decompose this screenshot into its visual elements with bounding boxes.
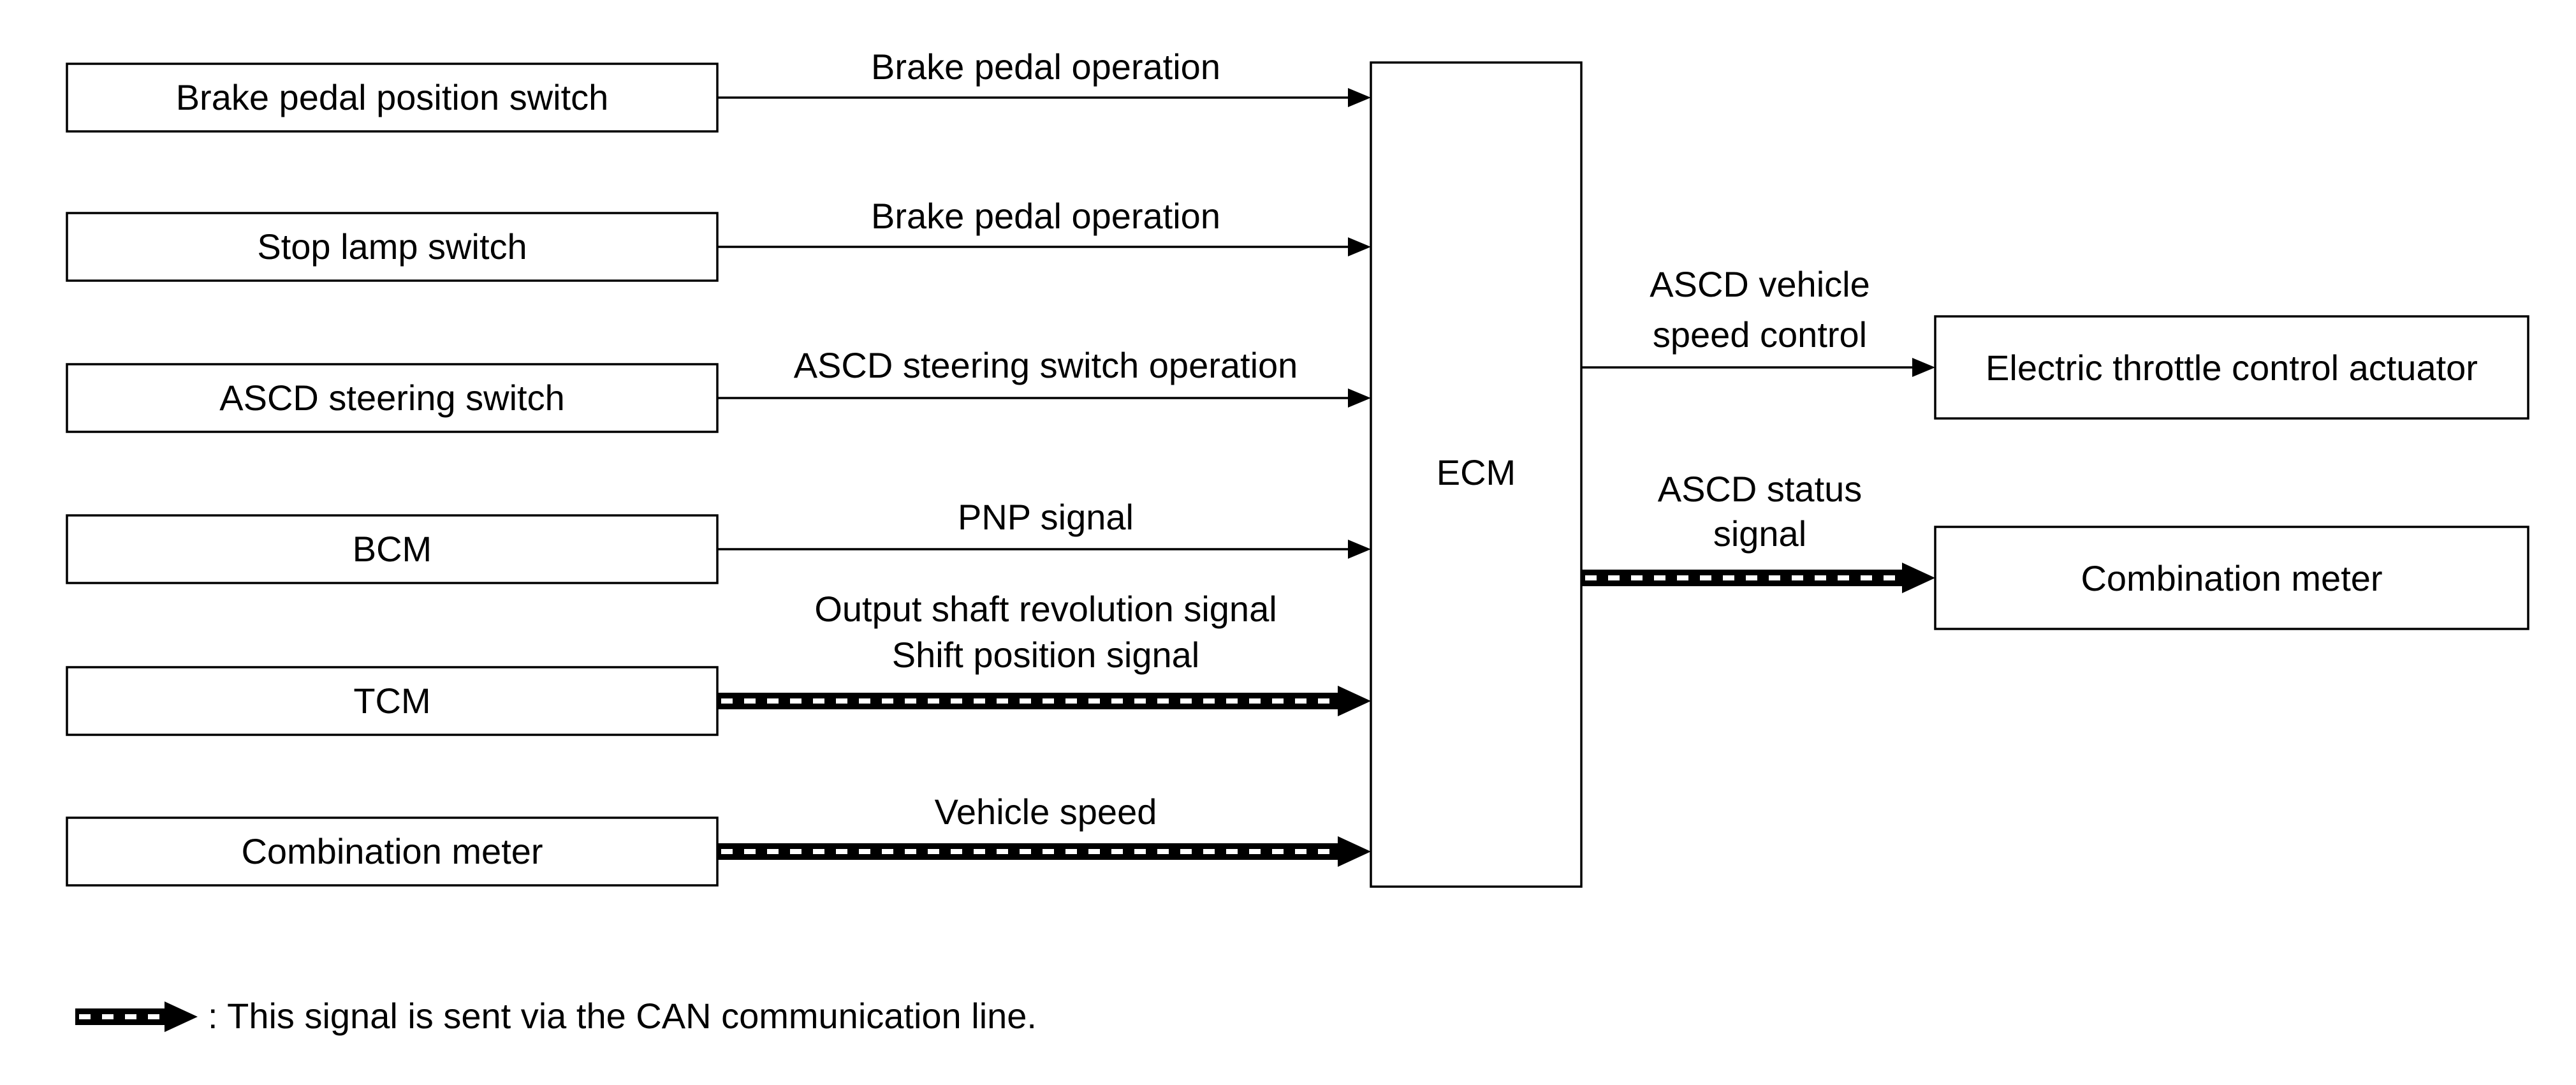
input-block-ascd-steering-switch: ASCD steering switch ASCD steering switc… [66, 345, 1371, 433]
input-label: BCM [353, 529, 432, 569]
output-box [1934, 315, 2529, 420]
signal-label: signal [1713, 513, 1806, 554]
signal-line [717, 388, 1371, 408]
ecm-block: ECM [1370, 61, 1583, 888]
signal-label: PNP signal [958, 497, 1134, 537]
input-block-stop-lamp-switch: Stop lamp switch Brake pedal operation [66, 196, 1371, 282]
input-box [66, 363, 719, 433]
output-block-combination-meter: Combination meter ASCD status signal [1581, 469, 2529, 630]
signal-label: Output shaft revolution signal [814, 589, 1277, 629]
signal-line [717, 88, 1371, 107]
input-label: ASCD steering switch [219, 378, 565, 418]
arrow-head [1348, 88, 1371, 107]
input-box [66, 514, 719, 584]
output-label: Combination meter [2081, 558, 2382, 598]
input-box [66, 63, 719, 133]
input-box [66, 816, 719, 887]
arrow-head [1338, 836, 1371, 867]
input-box [66, 666, 719, 736]
signal-label: Shift position signal [892, 635, 1200, 675]
input-block-bcm: BCM PNP signal [66, 497, 1371, 584]
signal-line [717, 237, 1371, 256]
input-block-brake-pedal-position-switch: Brake pedal position switch Brake pedal … [66, 47, 1371, 133]
ecm-box [1370, 61, 1583, 888]
signal-line [717, 686, 1371, 716]
input-box [66, 212, 719, 282]
can-line-band [1581, 570, 1902, 586]
arrow-head [1348, 388, 1371, 408]
output-box [1934, 526, 2529, 630]
signal-line [1581, 358, 1935, 377]
signal-line [1581, 563, 1935, 593]
signal-label: ASCD vehicle [1650, 264, 1870, 304]
signal-line [717, 836, 1371, 867]
legend: : This signal is sent via the CAN commun… [75, 996, 1037, 1036]
arrow-head [165, 1001, 198, 1032]
signal-label: ASCD status [1658, 469, 1862, 509]
arrow-head [1912, 358, 1935, 377]
signal-label: Brake pedal operation [871, 47, 1220, 87]
legend-can-arrow [75, 1001, 198, 1032]
signal-line [717, 540, 1371, 559]
input-label: TCM [353, 681, 430, 721]
input-label: Combination meter [241, 831, 543, 871]
signal-label: ASCD steering switch operation [794, 345, 1298, 385]
output-label: Electric throttle control actuator [1986, 348, 2478, 388]
input-block-combination-meter: Combination meter Vehicle speed [66, 792, 1371, 887]
arrow-head [1338, 686, 1371, 716]
arrow-head [1348, 237, 1371, 256]
input-block-tcm: TCM Output shaft revolution signal Shift… [66, 589, 1371, 736]
signal-label: Vehicle speed [935, 792, 1157, 832]
arrow-head [1348, 540, 1371, 559]
signal-label: Brake pedal operation [871, 196, 1220, 236]
input-label: Stop lamp switch [257, 226, 527, 267]
arrow-head [1902, 563, 1935, 593]
signal-label: speed control [1653, 314, 1867, 355]
output-block-electric-throttle-control-actuator: Electric throttle control actuator ASCD … [1581, 264, 2529, 420]
legend-text: : This signal is sent via the CAN commun… [208, 996, 1037, 1036]
input-label: Brake pedal position switch [176, 77, 609, 117]
ecm-label: ECM [1437, 452, 1516, 492]
